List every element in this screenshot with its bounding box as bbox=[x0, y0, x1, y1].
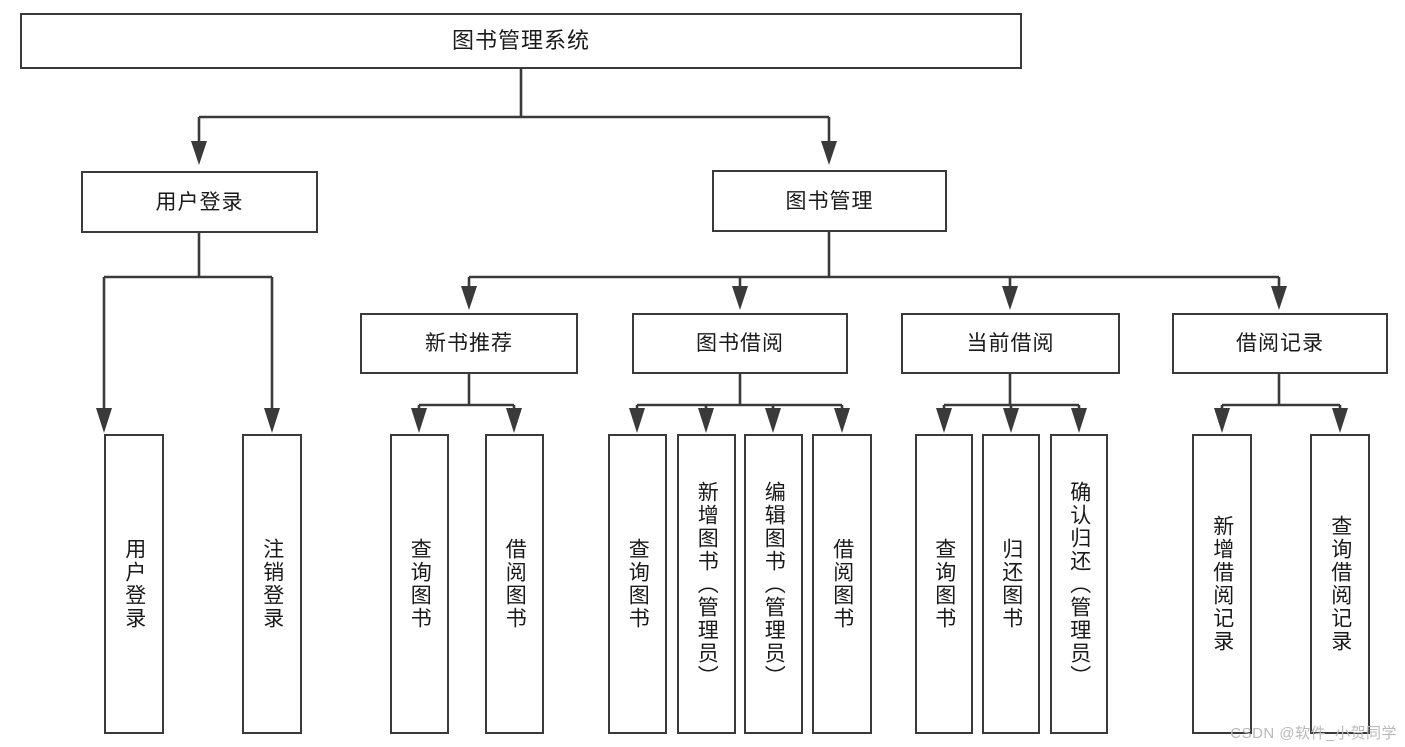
leaf-add-record[interactable]: 新增借阅记录 bbox=[1192, 434, 1252, 734]
node-label: 借阅记录 bbox=[1236, 332, 1324, 355]
leaf-query-record[interactable]: 查询借阅记录 bbox=[1310, 434, 1370, 734]
node-borrow-record[interactable]: 借阅记录 bbox=[1172, 313, 1388, 374]
node-label: 确认归还（管理员） bbox=[1067, 480, 1091, 688]
node-label: 编辑图书（管理员） bbox=[762, 480, 786, 688]
node-label: 借阅图书 bbox=[830, 538, 854, 630]
node-label: 新增图书（管理员） bbox=[695, 480, 719, 688]
node-label: 用户登录 bbox=[155, 190, 244, 214]
node-label: 查询图书 bbox=[408, 538, 432, 630]
leaf-edit-book[interactable]: 编辑图书（管理员） bbox=[744, 434, 803, 734]
node-label: 图书管理系统 bbox=[451, 28, 590, 53]
leaf-query-book-1[interactable]: 查询图书 bbox=[390, 434, 449, 734]
node-label: 注销登录 bbox=[260, 538, 284, 630]
node-new-book-recommend[interactable]: 新书推荐 bbox=[360, 313, 578, 374]
watermark: CSDN @软件_小贺同学 bbox=[1230, 725, 1397, 742]
node-label: 查询图书 bbox=[932, 538, 956, 630]
node-label: 新书推荐 bbox=[425, 332, 513, 355]
leaf-query-book-2[interactable]: 查询图书 bbox=[608, 434, 667, 734]
node-root-system[interactable]: 图书管理系统 bbox=[20, 13, 1022, 69]
node-user-login[interactable]: 用户登录 bbox=[81, 171, 318, 233]
node-label: 当前借阅 bbox=[966, 332, 1055, 355]
node-label: 借阅图书 bbox=[503, 538, 527, 630]
node-current-borrow[interactable]: 当前借阅 bbox=[901, 313, 1120, 374]
node-label: 图书借阅 bbox=[696, 332, 784, 355]
node-book-manage[interactable]: 图书管理 bbox=[712, 170, 947, 232]
node-label: 图书管理 bbox=[785, 189, 874, 213]
node-label: 查询借阅记录 bbox=[1328, 515, 1352, 653]
leaf-return-book[interactable]: 归还图书 bbox=[982, 434, 1040, 734]
node-book-borrow[interactable]: 图书借阅 bbox=[632, 313, 848, 374]
leaf-add-book[interactable]: 新增图书（管理员） bbox=[677, 434, 736, 734]
leaf-borrow-book-1[interactable]: 借阅图书 bbox=[485, 434, 544, 734]
leaf-borrow-book-2[interactable]: 借阅图书 bbox=[812, 434, 872, 734]
node-label: 归还图书 bbox=[999, 538, 1023, 630]
leaf-query-book-3[interactable]: 查询图书 bbox=[915, 434, 973, 734]
node-label: 新增借阅记录 bbox=[1210, 515, 1234, 653]
node-label: 查询图书 bbox=[626, 538, 650, 630]
leaf-user-login[interactable]: 用户登录 bbox=[104, 434, 164, 734]
node-label: 用户登录 bbox=[122, 538, 146, 630]
leaf-confirm-return[interactable]: 确认归还（管理员） bbox=[1050, 434, 1108, 734]
leaf-logout-login[interactable]: 注销登录 bbox=[242, 434, 302, 734]
